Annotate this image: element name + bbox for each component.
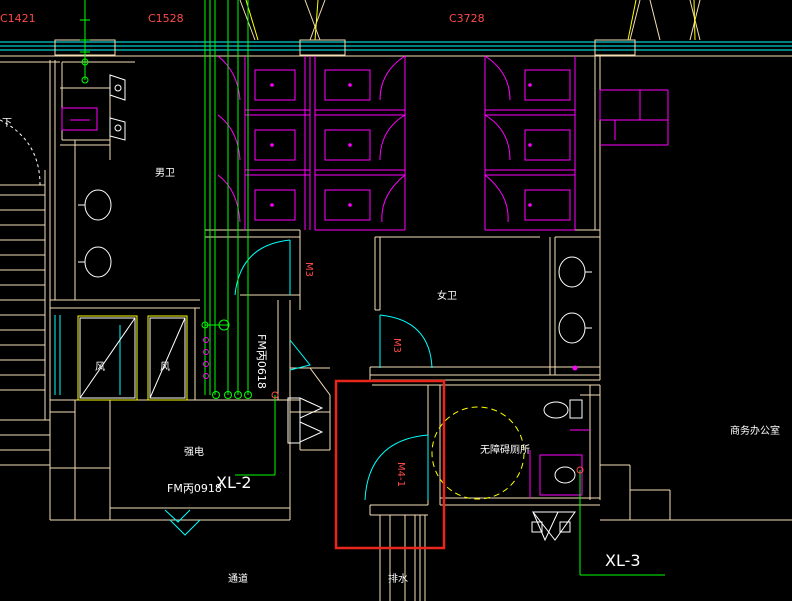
sinks-womens: [558, 256, 592, 344]
toilet-stalls-womens-left: [314, 55, 406, 231]
door-m3-swing: [234, 239, 291, 296]
roof-truss-lines: [239, 0, 701, 41]
fire-door-label-fm0918: FM丙0918: [167, 482, 222, 495]
urinals: [109, 74, 126, 141]
shafts: [79, 317, 186, 399]
room-label-womens-toilet: 女卫: [437, 289, 457, 302]
toilet-stalls-womens-right: [484, 55, 669, 231]
urinals-mens: [61, 107, 98, 131]
shaft-label-2: 风: [160, 361, 170, 373]
stair-down-label: 下: [2, 118, 12, 129]
room-label-electrical: 强电: [184, 445, 204, 458]
shaft-frames: [77, 315, 188, 401]
accessible-toilet-room: [431, 399, 590, 500]
riser-label-xl3: XL-3: [605, 551, 641, 570]
walls: [0, 56, 792, 601]
door-fm0918-swing: [169, 519, 201, 536]
fire-door-label-fm0618: FM丙0618: [255, 334, 268, 389]
wall-columns-top: [0, 39, 792, 63]
window-label-c3728: C3728: [449, 12, 485, 25]
riser-label-xl2: XL-2: [216, 473, 252, 492]
door-label-m4-1: M4-1: [395, 462, 406, 487]
valve-markers: [203, 337, 209, 379]
door-label-m3-2: M3: [391, 338, 402, 353]
window-label-c1421: C1421: [0, 12, 36, 25]
window-label-c1528: C1528: [148, 12, 184, 25]
door-label-m3: M3: [303, 262, 314, 277]
toilet-stalls-mens: [217, 55, 311, 230]
door-m3-2-swing: [379, 314, 433, 369]
door-fm0618-swing: [289, 339, 311, 371]
room-label-mens-toilet: 男卫: [155, 167, 175, 179]
sinks-mens: [78, 189, 112, 278]
toilet-bowl-dots: [270, 83, 578, 371]
stair-arc: [0, 119, 41, 186]
room-label-business-office: 商务办公室: [730, 424, 780, 437]
shaft-label-1: 风: [95, 361, 105, 373]
room-label-accessible-toilet: 无障碍厕所: [480, 443, 530, 456]
fire-equipment-triangles: [287, 397, 576, 542]
doors: [54, 239, 433, 536]
selection-highlight-box[interactable]: [334, 379, 446, 550]
riser-node-red: [271, 391, 584, 474]
pipe-nodes: [81, 58, 252, 399]
pipes: [80, 0, 665, 576]
exterior-wall-top: [0, 41, 792, 51]
label-drain: 排水: [388, 572, 408, 585]
door-m4-swing: [364, 434, 429, 501]
room-label-corridor: 通道: [228, 572, 248, 585]
